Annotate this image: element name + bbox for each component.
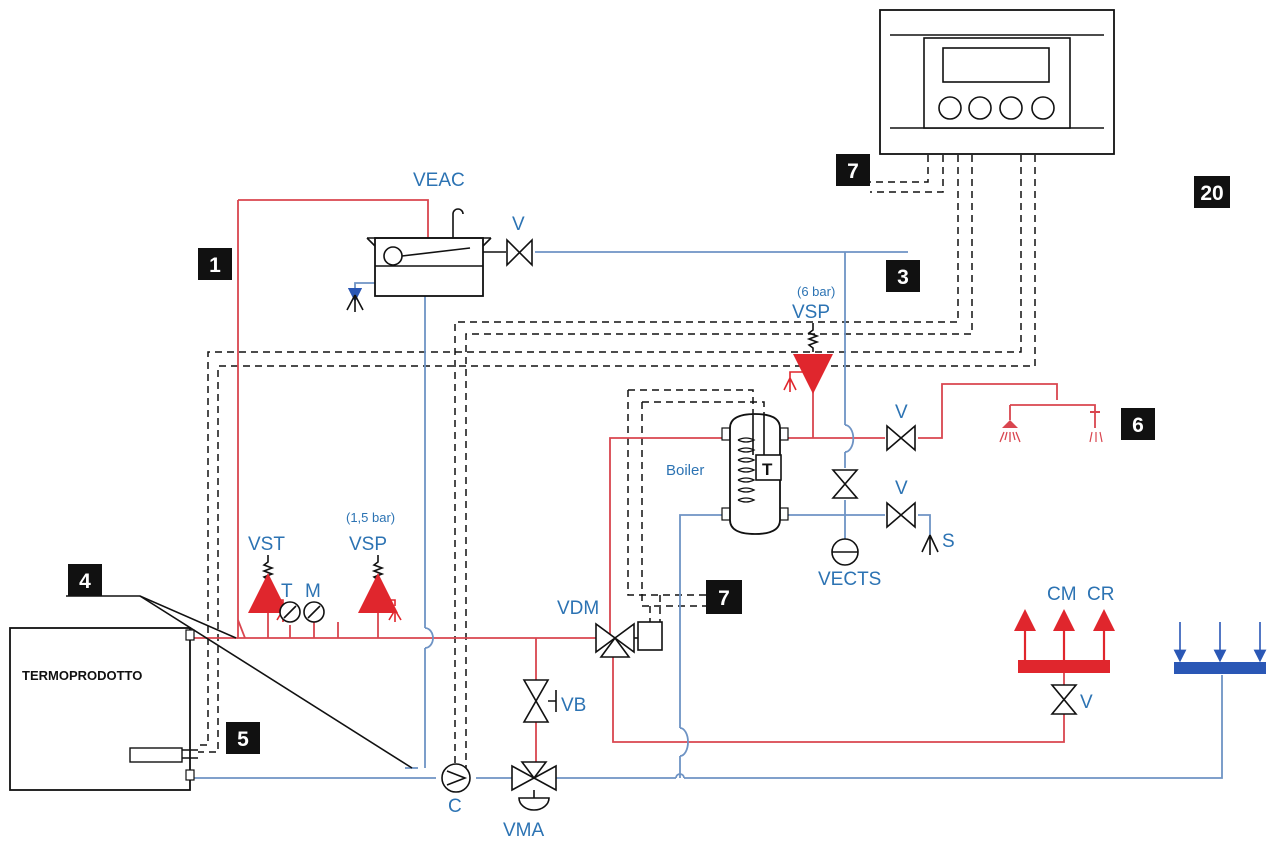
label-s: S [942,531,955,552]
svg-text:3: 3 [897,266,909,289]
panel-knob-3 [999,96,1023,120]
label-vsp-right-pressure: (6 bar) [797,284,835,299]
valve-vects-line [831,469,859,499]
vects-vessel [831,538,859,566]
pipe-crossovers [424,424,855,779]
cold-collector [1173,622,1267,674]
svg-text:20: 20 [1200,182,1223,205]
hot-collector [1014,609,1115,673]
label-cm: CM [1047,584,1077,605]
label-vst: VST [248,534,285,555]
svg-text:7: 7 [847,160,859,183]
label-v-cold: V [895,478,908,499]
label-cr: CR [1087,584,1114,605]
termoprodotto-label: TERMOPRODOTTO [22,668,142,683]
gauge-m [303,601,325,623]
leader-line-4b [139,595,413,769]
label-veac: VEAC [413,170,465,191]
label-v-top: V [512,214,525,235]
label-vma: VMA [503,820,545,841]
label-v-hot: V [895,402,908,423]
valve-vma [511,761,557,811]
badge-1: 1 [198,248,232,280]
label-vsp-right: VSP [792,302,830,323]
boiler-thermostat-label: T [762,460,773,479]
display-screen [942,47,1050,83]
panel-knob-4 [1031,96,1055,120]
badge-20: 20 [1194,176,1230,208]
valve-v-cold [886,501,939,555]
label-m: M [305,581,321,602]
badge-5: 5 [226,722,260,754]
badge-7-top: 7 [836,154,870,186]
valve-v-top [506,238,533,267]
panel-knob-2 [968,96,992,120]
label-vb: VB [561,695,586,716]
boiler-thermostat [755,454,782,481]
tap-icon [1089,411,1103,443]
label-vdm: VDM [557,598,599,619]
label-c: C [448,796,462,817]
badge-6: 6 [1121,408,1155,440]
badge-4: 4 [68,564,102,596]
shower-icon [999,420,1021,443]
hot-pipes [190,199,1096,762]
badge-7-mid: 7 [706,580,742,614]
pump-c [441,763,471,793]
vsp-right-valve [783,323,833,394]
boiler-coil [737,437,756,503]
svg-text:1: 1 [209,254,221,277]
panel-knob-1 [938,96,962,120]
veac-tank [346,208,506,312]
svg-text:7: 7 [718,587,730,610]
badge-3: 3 [886,260,920,292]
svg-text:6: 6 [1132,414,1144,437]
label-vsp-left-pressure: (1,5 bar) [346,510,395,525]
valve-vb [522,679,557,723]
label-vsp-left: VSP [349,534,387,555]
label-vects: VECTS [818,569,881,590]
probe-sensor [129,747,183,763]
vsp-left-valve [358,555,402,622]
svg-text:4: 4 [79,570,91,593]
gauge-t [279,601,301,623]
label-t: T [281,581,293,602]
termoprodotto-unit: TERMOPRODOTTO [9,627,198,791]
svg-text:5: 5 [237,728,249,751]
vdm-actuator [637,621,663,651]
valve-collector [1050,684,1078,715]
label-v-collector: V [1080,692,1093,713]
valve-vdm [595,621,663,658]
cold-pipes [190,251,1223,779]
valve-v-hot [886,424,916,452]
signal-lines [198,155,1036,768]
label-boiler: Boiler [666,462,704,479]
control-panel [879,9,1115,155]
boiler-tank: T [721,413,789,535]
